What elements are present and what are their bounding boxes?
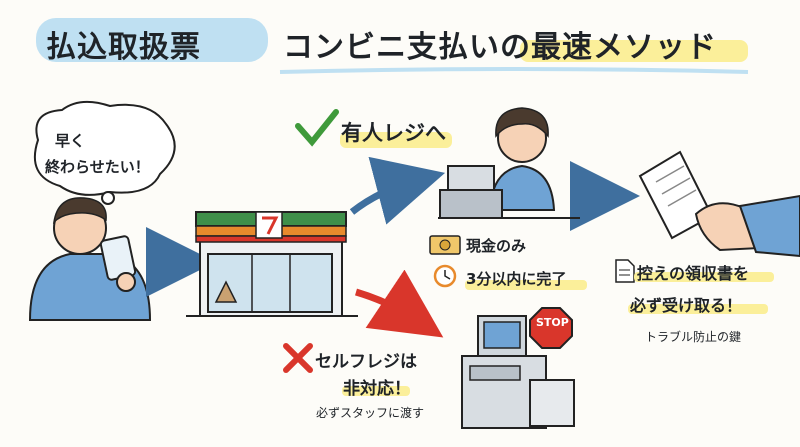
document-icon	[615, 259, 635, 283]
self-register-note: 必ずスタッフに渡す	[316, 406, 425, 420]
cashier-illustration	[438, 107, 580, 219]
cashier-label-highlight	[340, 132, 452, 148]
title-highlight-yellow	[520, 40, 748, 62]
receipt-line-1: 控えの領収書を	[637, 264, 750, 283]
arrow-to-self-register	[355, 269, 444, 338]
speech-bubble-line-1: 早く	[55, 132, 86, 150]
cash-only-label: 現金のみ	[466, 237, 527, 255]
title-highlight-blue	[36, 18, 268, 62]
speech-bubble-line-2: 終わらせたい！	[45, 158, 150, 176]
receipt-illustration	[638, 150, 800, 258]
title-part-1: 払込取扱票	[46, 30, 201, 65]
speech-bubble-text: 早く 終わらせたい！	[45, 128, 150, 180]
self-register-line-2: 非対応！	[343, 379, 411, 399]
self-checkout-illustration	[461, 315, 575, 429]
receipt-line-2: 必ず受け取る！	[630, 296, 743, 315]
cashier-label: 有人レジへ	[341, 121, 446, 145]
self-register-line-1: セルフレジは	[315, 352, 417, 372]
self-register-highlight	[342, 386, 410, 396]
check-icon	[295, 109, 339, 147]
time-label-highlight	[465, 280, 587, 290]
time-label: 3分以内に完了	[466, 270, 567, 288]
receipt-note: トラブル防止の鍵	[645, 330, 742, 344]
clock-icon	[433, 264, 457, 288]
stop-sign-icon	[529, 307, 573, 349]
arrow-to-cashier	[349, 156, 446, 225]
stop-sign-label: STOP	[536, 316, 569, 329]
customer-illustration	[28, 197, 152, 321]
title-underline	[279, 67, 749, 74]
cross-icon	[283, 343, 313, 373]
receipt-highlight-1	[634, 272, 774, 282]
convenience-store-illustration	[186, 211, 358, 317]
receipt-highlight-2	[628, 304, 768, 314]
money-icon	[429, 235, 461, 255]
title-part-2: コンビニ支払いの最速メソッド	[283, 30, 717, 65]
